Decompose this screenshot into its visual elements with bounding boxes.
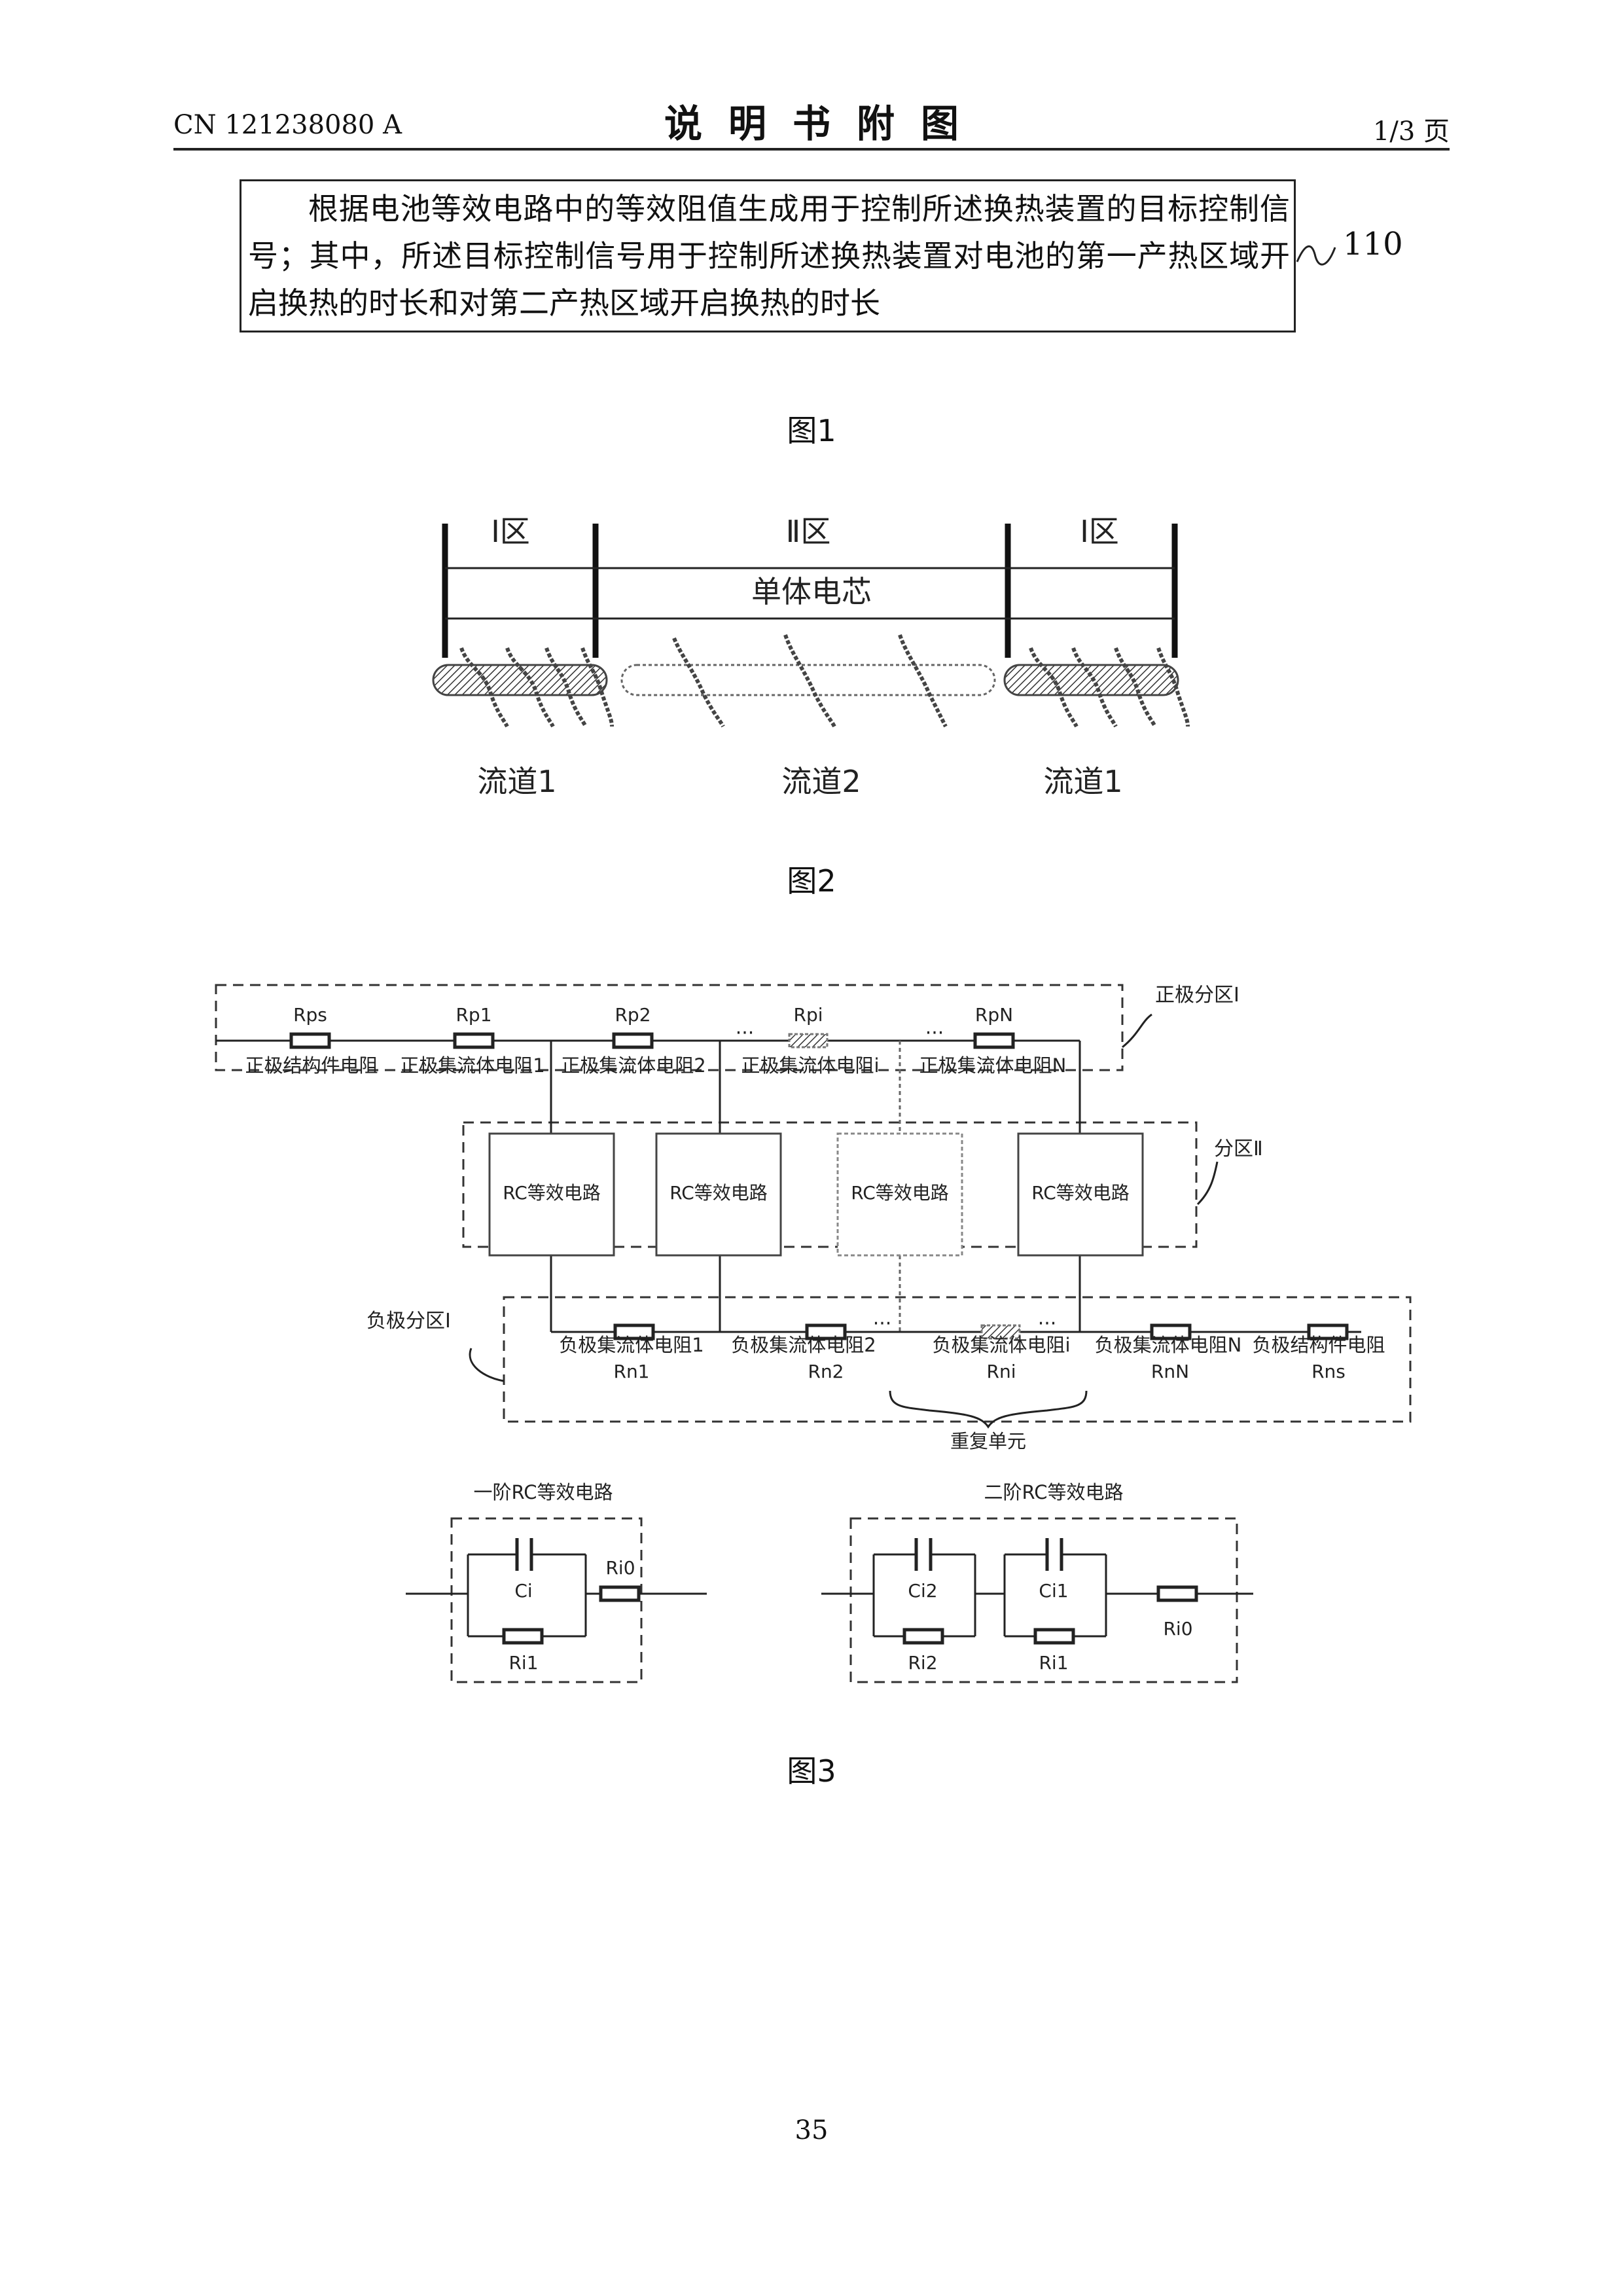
svg-text:Rni: Rni bbox=[987, 1361, 1016, 1382]
page-number: 35 bbox=[0, 2115, 1623, 2145]
svg-text:RC等效电路: RC等效电路 bbox=[503, 1182, 601, 1204]
svg-text:Ri2: Ri2 bbox=[908, 1652, 937, 1674]
resistor-rp1 bbox=[455, 1034, 493, 1047]
svg-text:···: ··· bbox=[736, 1022, 755, 1045]
svg-text:Ri1: Ri1 bbox=[1039, 1652, 1068, 1674]
svg-text:RnN: RnN bbox=[1151, 1361, 1189, 1382]
repeat-unit-label: 重复单元 bbox=[950, 1430, 1026, 1452]
svg-text:Ci1: Ci1 bbox=[1039, 1580, 1068, 1602]
svg-text:Rn2: Rn2 bbox=[808, 1361, 844, 1382]
second-order-title: 二阶RC等效电路 bbox=[984, 1481, 1124, 1503]
svg-text:···: ··· bbox=[873, 1312, 892, 1335]
svg-text:正极集流体电阻2: 正极集流体电阻2 bbox=[561, 1054, 705, 1077]
svg-text:Rp2: Rp2 bbox=[615, 1004, 651, 1026]
svg-text:Rpi: Rpi bbox=[793, 1004, 823, 1026]
resistor-rpi bbox=[789, 1034, 827, 1047]
zone-label-mid: Ⅱ区 bbox=[786, 514, 831, 549]
svg-text:正极集流体电阻1: 正极集流体电阻1 bbox=[400, 1054, 544, 1077]
svg-text:负极结构件电阻: 负极结构件电阻 bbox=[1252, 1334, 1385, 1356]
svg-text:RC等效电路: RC等效电路 bbox=[1031, 1182, 1130, 1204]
svg-text:···: ··· bbox=[1038, 1312, 1057, 1335]
resistor-rp2 bbox=[614, 1034, 652, 1047]
step-ref-leader bbox=[1296, 236, 1348, 275]
svg-text:Ri0: Ri0 bbox=[1163, 1618, 1192, 1640]
svg-text:正极集流体电阻i: 正极集流体电阻i bbox=[741, 1054, 879, 1077]
channel-label-left: 流道1 bbox=[477, 764, 556, 799]
cell-label: 单体电芯 bbox=[751, 574, 872, 609]
channel-1-right bbox=[1005, 665, 1178, 695]
resistor-rpn bbox=[975, 1034, 1013, 1047]
neg-zone-box bbox=[504, 1297, 1410, 1422]
svg-text:负极集流体电阻i: 负极集流体电阻i bbox=[932, 1334, 1070, 1356]
header-rule bbox=[173, 148, 1450, 151]
pos-zone-label: 正极分区Ⅰ bbox=[1155, 984, 1240, 1007]
resistor-rps bbox=[291, 1034, 329, 1047]
svg-text:RpN: RpN bbox=[975, 1004, 1013, 1026]
figure-3-caption: 图3 bbox=[0, 1748, 1623, 1791]
svg-text:正极结构件电阻: 正极结构件电阻 bbox=[245, 1054, 378, 1077]
step-110-box: 根据电池等效电路中的等效阻值生成用于控制所述换热装置的目标控制信号；其中，所述目… bbox=[240, 179, 1296, 332]
svg-text:Ri0: Ri0 bbox=[605, 1557, 635, 1579]
figure-1-caption: 图1 bbox=[0, 407, 1623, 450]
svg-text:负极集流体电阻2: 负极集流体电阻2 bbox=[731, 1334, 876, 1356]
zone-label-right: Ⅰ区 bbox=[1080, 514, 1119, 549]
svg-text:···: ··· bbox=[925, 1022, 944, 1045]
figure-2-caption: 图2 bbox=[0, 857, 1623, 901]
svg-text:Rps: Rps bbox=[293, 1004, 327, 1026]
page-indicator: 1/3 页 bbox=[1373, 110, 1450, 148]
figure-3-diagram: 正极分区Ⅰ 分区Ⅱ 负极分区Ⅰ Rps Rp1 Rp2 Rpi RpN 正极结构… bbox=[0, 956, 1623, 1702]
svg-text:Ci2: Ci2 bbox=[908, 1580, 937, 1602]
channel-label-mid: 流道2 bbox=[781, 764, 861, 799]
svg-text:负极集流体电阻1: 负极集流体电阻1 bbox=[559, 1334, 704, 1356]
neg-zone-label: 负极分区Ⅰ bbox=[366, 1310, 451, 1333]
svg-text:Ci: Ci bbox=[514, 1580, 532, 1602]
svg-text:RC等效电路: RC等效电路 bbox=[851, 1182, 949, 1204]
zone-label-left: Ⅰ区 bbox=[491, 514, 530, 549]
svg-text:负极集流体电阻N: 负极集流体电阻N bbox=[1095, 1334, 1242, 1356]
svg-text:Rns: Rns bbox=[1311, 1361, 1346, 1382]
svg-text:Ri1: Ri1 bbox=[508, 1652, 538, 1674]
svg-text:RC等效电路: RC等效电路 bbox=[669, 1182, 768, 1204]
svg-text:Rp1: Rp1 bbox=[455, 1004, 491, 1026]
svg-text:Rn1: Rn1 bbox=[613, 1361, 649, 1382]
svg-text:正极集流体电阻N: 正极集流体电阻N bbox=[919, 1054, 1067, 1077]
channel-label-right: 流道1 bbox=[1043, 764, 1122, 799]
figure-2-diagram: Ⅰ区 Ⅱ区 Ⅰ区 单体电芯 流道1 流道2 流道1 bbox=[0, 497, 1623, 812]
first-order-title: 一阶RC等效电路 bbox=[474, 1481, 613, 1503]
step-ref-number: 110 bbox=[1343, 226, 1403, 262]
mid-zone-label: 分区Ⅱ bbox=[1214, 1138, 1263, 1160]
